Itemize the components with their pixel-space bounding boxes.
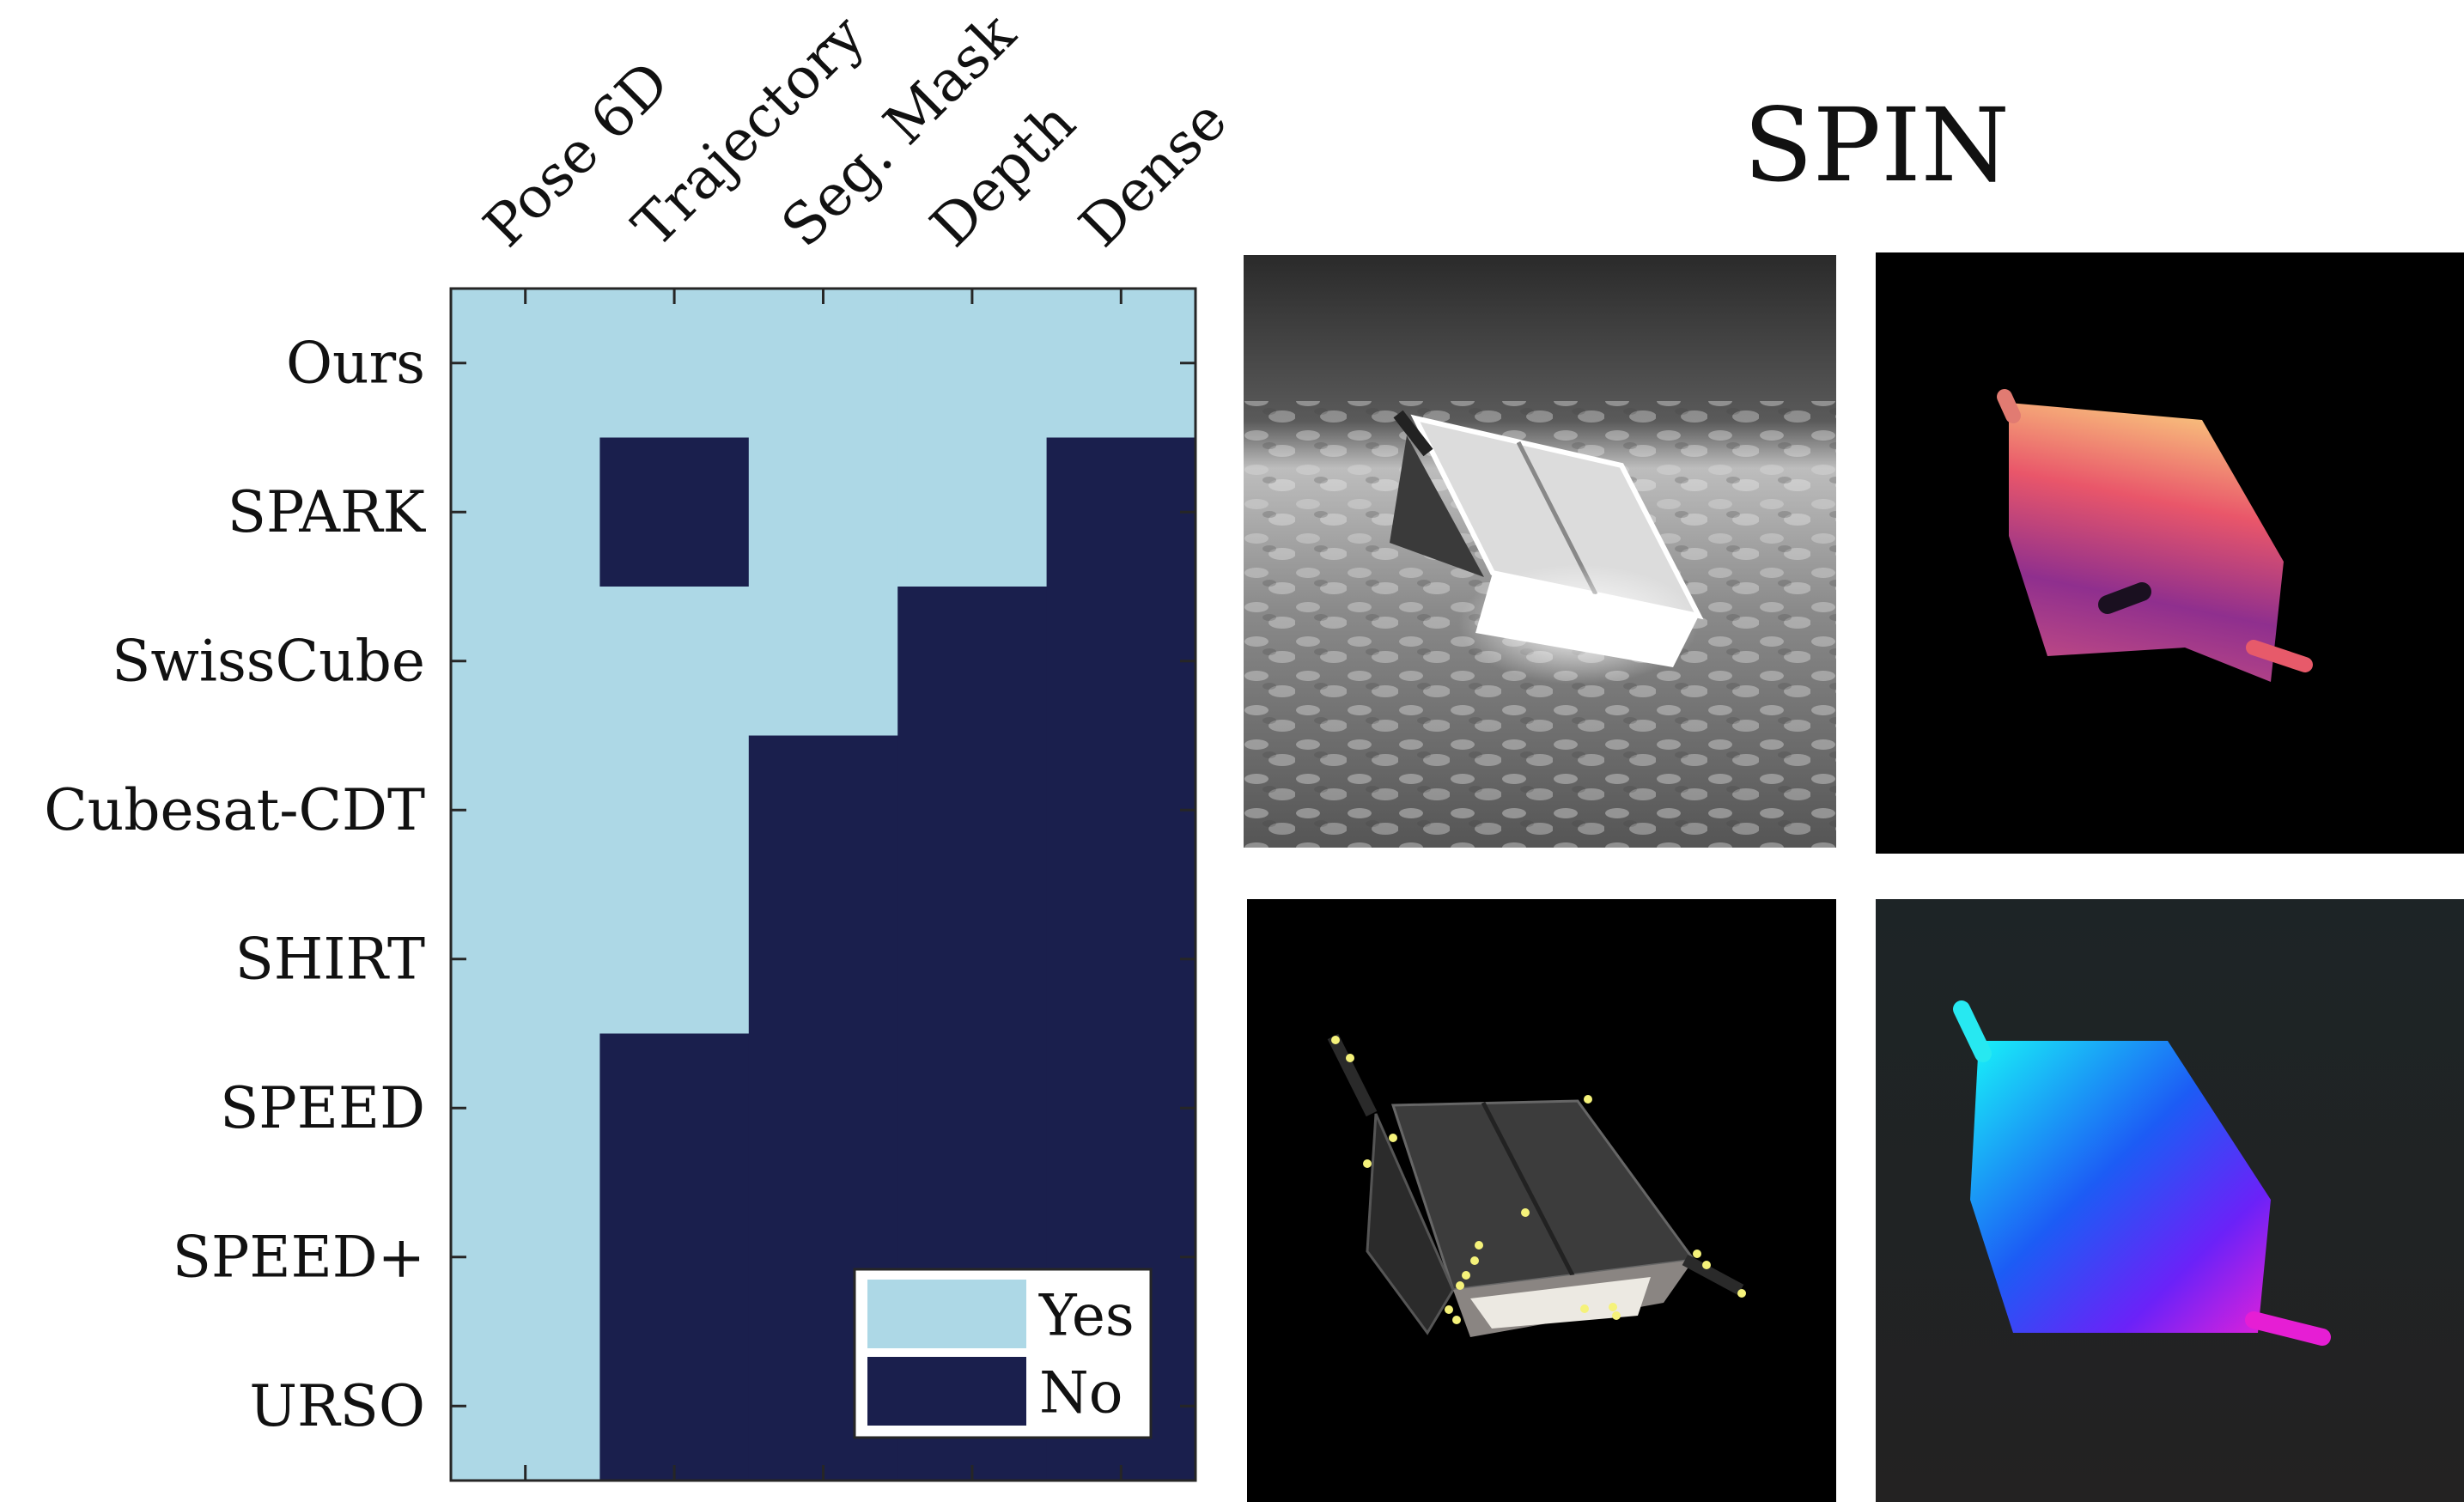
row-label: SPEED [220,1075,425,1141]
row-label: Ours [286,330,425,396]
legend-label: Yes [1038,1283,1135,1349]
heatmap-cell [1046,885,1196,1034]
row-label: SwissCube [112,628,425,694]
heatmap-cell [748,1033,898,1183]
heatmap-cell [451,885,600,1034]
heatmap-cell [599,587,750,736]
heatmap-cell [748,587,898,736]
heatmap-cell [599,735,750,885]
row-label: SPEED+ [173,1224,425,1290]
heatmap-cell [451,1033,600,1183]
column-label: Dense [1067,87,1237,259]
grayscale-render-panel [1244,255,1836,848]
heatmap-cell [897,289,1048,438]
heatmap-cell [599,1033,750,1183]
heatmap-cell [451,437,600,587]
heatmap-cell [599,437,750,587]
row-label: SPARK [228,479,427,545]
heatmap-cell [1046,587,1196,736]
dense-map-panel [1876,899,2464,1502]
legend-label: No [1039,1360,1123,1426]
heatmap-cell [1046,289,1196,438]
heatmap-cell [451,289,600,438]
depth-map-panel [1876,252,2464,854]
heatmap-cell [897,735,1048,885]
yes-legend-swatch [867,1280,1026,1348]
heatmap-cell [451,1183,600,1332]
row-label: URSO [249,1373,425,1439]
heatmap-cell [897,437,1048,587]
spin-title: SPIN [1743,86,2011,204]
no-legend-swatch [867,1357,1026,1426]
heatmap-cell [748,437,898,587]
heatmap-cell [451,735,600,885]
heatmap-cell [599,1331,750,1481]
heatmap-cell [897,1033,1048,1183]
heatmap-cell [748,885,898,1034]
heatmap-cell [748,289,898,438]
heatmap-cell [897,587,1048,736]
row-label: Cubesat-CDT [44,777,425,843]
row-label: SHIRT [235,926,425,992]
heatmap-cell [451,1331,600,1481]
heatmap-cell [1046,437,1196,587]
heatmap-cell [748,735,898,885]
keypoints-render-panel [1247,899,1836,1502]
heatmap-cell [599,1183,750,1332]
heatmap-cell [1046,1033,1196,1183]
heatmap-cell [599,885,750,1034]
heatmap-cell [1046,735,1196,885]
heatmap-cell [451,587,600,736]
heatmap-cell [897,885,1048,1034]
heatmap-cell [599,289,750,438]
